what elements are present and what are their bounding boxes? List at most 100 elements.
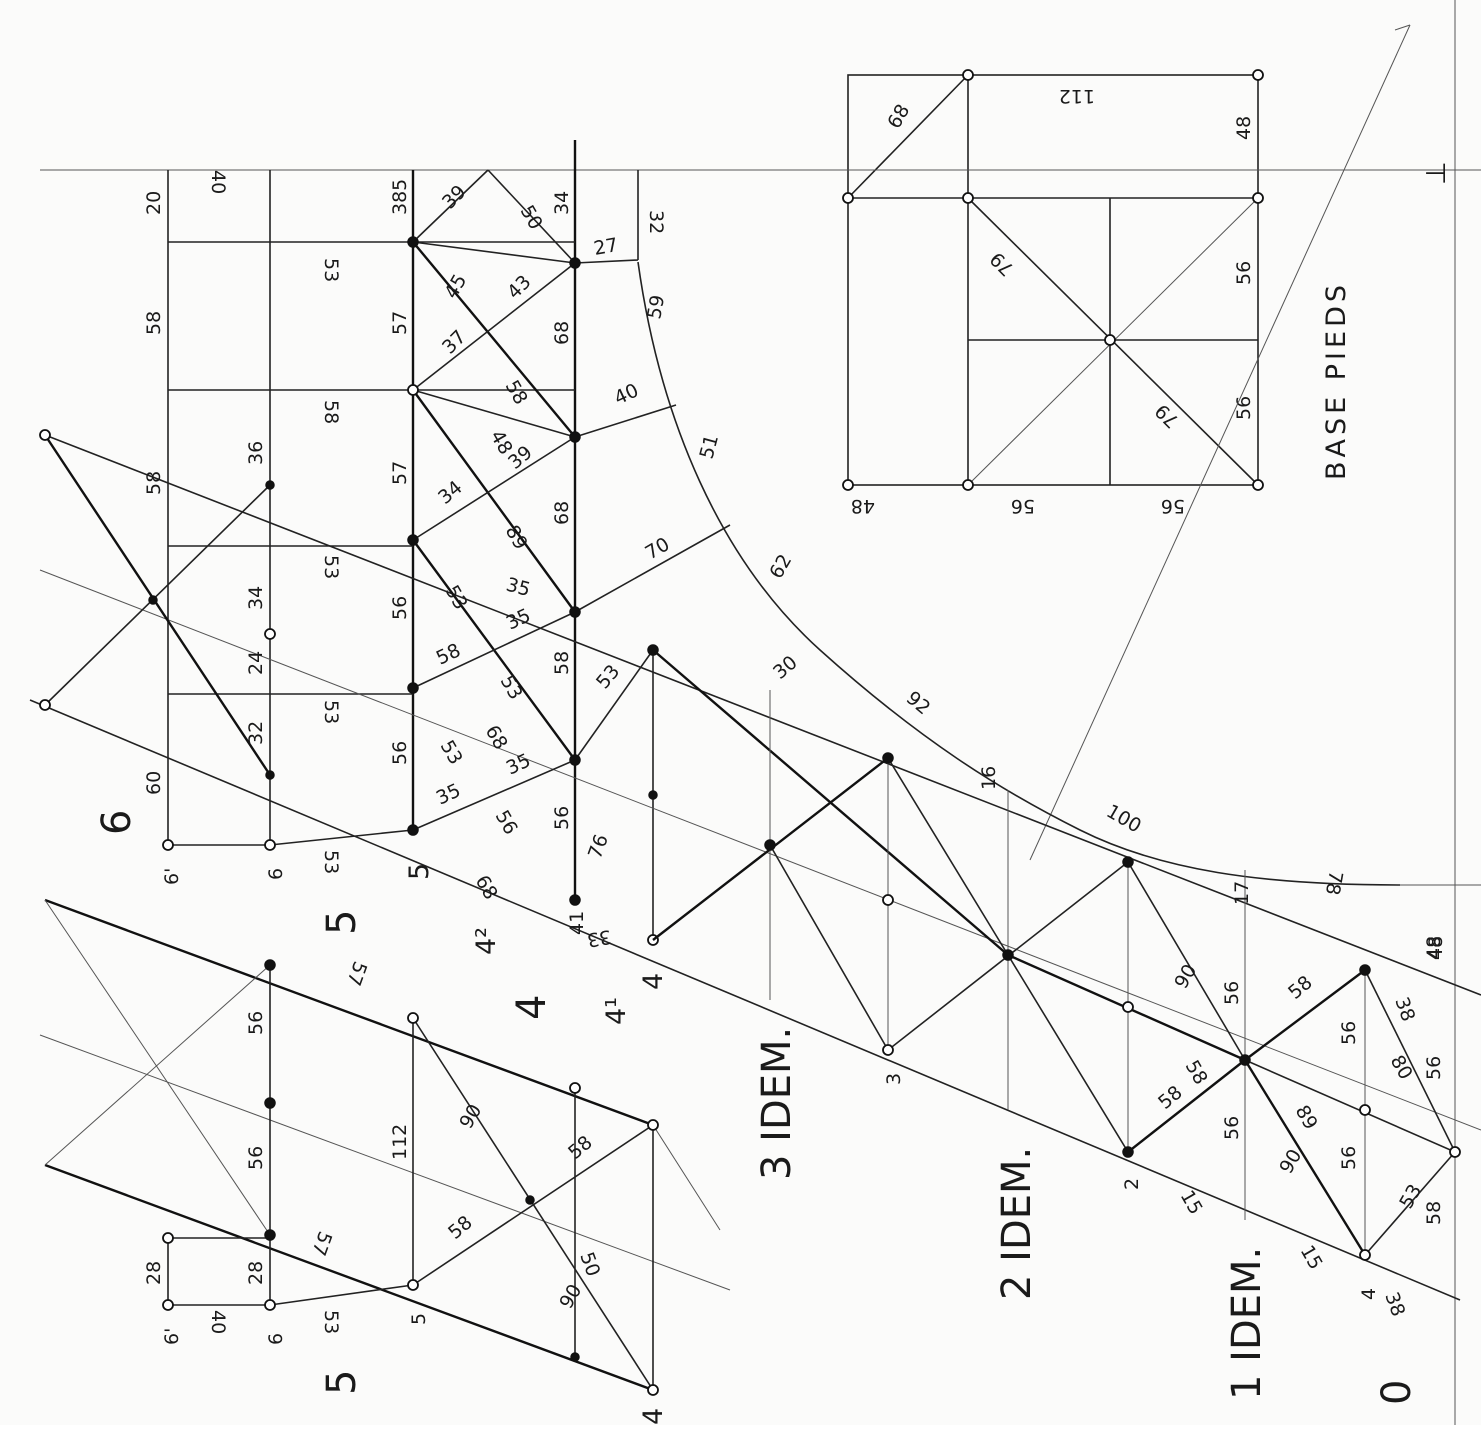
dim: 39: [438, 181, 471, 214]
node-label: 4: [638, 1408, 669, 1425]
node-label: 3: [883, 1073, 905, 1085]
section-label-3: 3 IDEM.: [754, 1027, 800, 1180]
right-truss: [652, 649, 1461, 1261]
dim: 35: [504, 574, 533, 602]
section-label-0: 0: [1374, 1380, 1420, 1405]
dim: 53: [1395, 1181, 1426, 1213]
dim: 36: [245, 441, 267, 465]
dim: 56: [1423, 1056, 1445, 1080]
dim: 80: [1386, 1052, 1417, 1084]
section-label-1: 1 IDEM.: [1224, 1247, 1270, 1400]
dim: 68: [551, 501, 573, 525]
base-dim: 56: [1233, 261, 1255, 285]
dim: 90: [1170, 961, 1201, 993]
dim: 53: [320, 850, 342, 874]
base-title: BASE PIEDS: [1321, 281, 1352, 480]
dim: 58: [501, 377, 532, 409]
node-label: 6: [265, 868, 287, 880]
curved-edge: [637, 261, 1401, 886]
dim: 112: [389, 1124, 411, 1160]
dim: 58: [320, 400, 342, 424]
dim: 35: [433, 779, 464, 809]
dim: 32: [645, 210, 667, 234]
dim: 53: [592, 661, 624, 694]
dim: 58: [143, 471, 165, 495]
section-label-2: 2 IDEM.: [994, 1147, 1040, 1300]
dim: 56: [389, 596, 411, 620]
section-labels: 0 1 IDEM. 2 IDEM. 3 IDEM. 4 5 5 6 4¹ 4²: [94, 810, 1420, 1405]
node-label: 4: [1358, 1288, 1380, 1300]
dim: 24: [245, 651, 267, 675]
dim: 35: [503, 749, 534, 779]
section-label-4: 4: [509, 995, 555, 1020]
dim: 385: [389, 179, 411, 215]
top-grid: [29, 140, 1481, 1301]
base-dim: 79: [1151, 399, 1184, 432]
dim: 32: [245, 721, 267, 745]
dim: 48: [1423, 936, 1445, 960]
dim: 53: [320, 258, 342, 282]
axis-mark: ⊥: [1421, 161, 1452, 185]
dim: 58: [551, 651, 573, 675]
base-dim: 68: [883, 101, 914, 133]
reference-lines: ⊥: [40, 0, 1481, 1425]
dim: 17: [1231, 881, 1253, 905]
base-dim: 56: [1233, 396, 1255, 420]
base-dim: 56: [1011, 495, 1035, 517]
node-label: 6': [161, 868, 183, 885]
node-label: 41: [566, 911, 588, 935]
base-dim: 79: [986, 247, 1019, 280]
dim: 56: [245, 1011, 267, 1035]
dim: 40: [611, 379, 642, 409]
dim: 53: [320, 700, 342, 724]
dim: 100: [1103, 800, 1145, 837]
dim: 59: [643, 293, 669, 321]
dim: 28: [143, 1261, 165, 1285]
dim: 56: [1221, 1116, 1243, 1140]
dim: 56: [491, 807, 522, 839]
dim: 58: [1284, 971, 1317, 1003]
dim: 58: [1181, 1057, 1212, 1089]
dim: 56: [1221, 981, 1243, 1005]
dim: 60: [143, 771, 165, 795]
node-label: 6: [265, 1333, 287, 1345]
dim: 53: [496, 672, 527, 704]
dim: 57: [389, 311, 411, 335]
dim: 89: [1291, 1102, 1322, 1134]
dim: 38: [1380, 1289, 1409, 1319]
dim: 58: [433, 639, 464, 669]
dim: 56: [551, 806, 573, 830]
base-dim: 56: [1161, 495, 1185, 517]
dim: 53: [436, 737, 467, 769]
left-truss: [39, 898, 731, 1396]
top-grid-inner-dims: 39 50 45 43 37 68 40 58 48 39 34 68 89 3…: [433, 181, 642, 951]
dim: 68: [471, 872, 502, 904]
section-label-5: 5: [319, 910, 365, 935]
dim: 89: [501, 522, 532, 554]
node-labels: 6' 6 5 41 4 3 2 4 6' 6 5 4: [161, 863, 1380, 1425]
dim: 58: [143, 311, 165, 335]
dim: 58: [564, 1131, 597, 1163]
dim: 48: [1425, 936, 1447, 960]
dim: 53: [320, 555, 342, 579]
dim: 57: [307, 1228, 336, 1258]
curve-dims: 32 27 59 51 70 62 30 92 16 100 17 78 48: [592, 210, 1447, 960]
dim: 62: [765, 551, 796, 583]
dim: 27: [592, 234, 620, 260]
dim: 56: [245, 1146, 267, 1170]
dim: 56: [1338, 1021, 1360, 1045]
section-label-4a: 4¹: [601, 997, 632, 1025]
right-truss-dims: 90 58 58 58 56 56 90 56 53 56 56 58 15 1…: [1154, 936, 1445, 1320]
dim: 34: [245, 586, 267, 610]
dim: 51: [696, 432, 724, 461]
dim: 34: [434, 476, 467, 508]
dim: 68: [481, 722, 512, 754]
node-label: 4: [638, 973, 669, 990]
dim: 90: [555, 1281, 586, 1313]
dim: 56: [1338, 1146, 1360, 1170]
dim: 45: [440, 271, 471, 303]
dim: 56: [389, 741, 411, 765]
base-dim: 48: [851, 495, 875, 517]
